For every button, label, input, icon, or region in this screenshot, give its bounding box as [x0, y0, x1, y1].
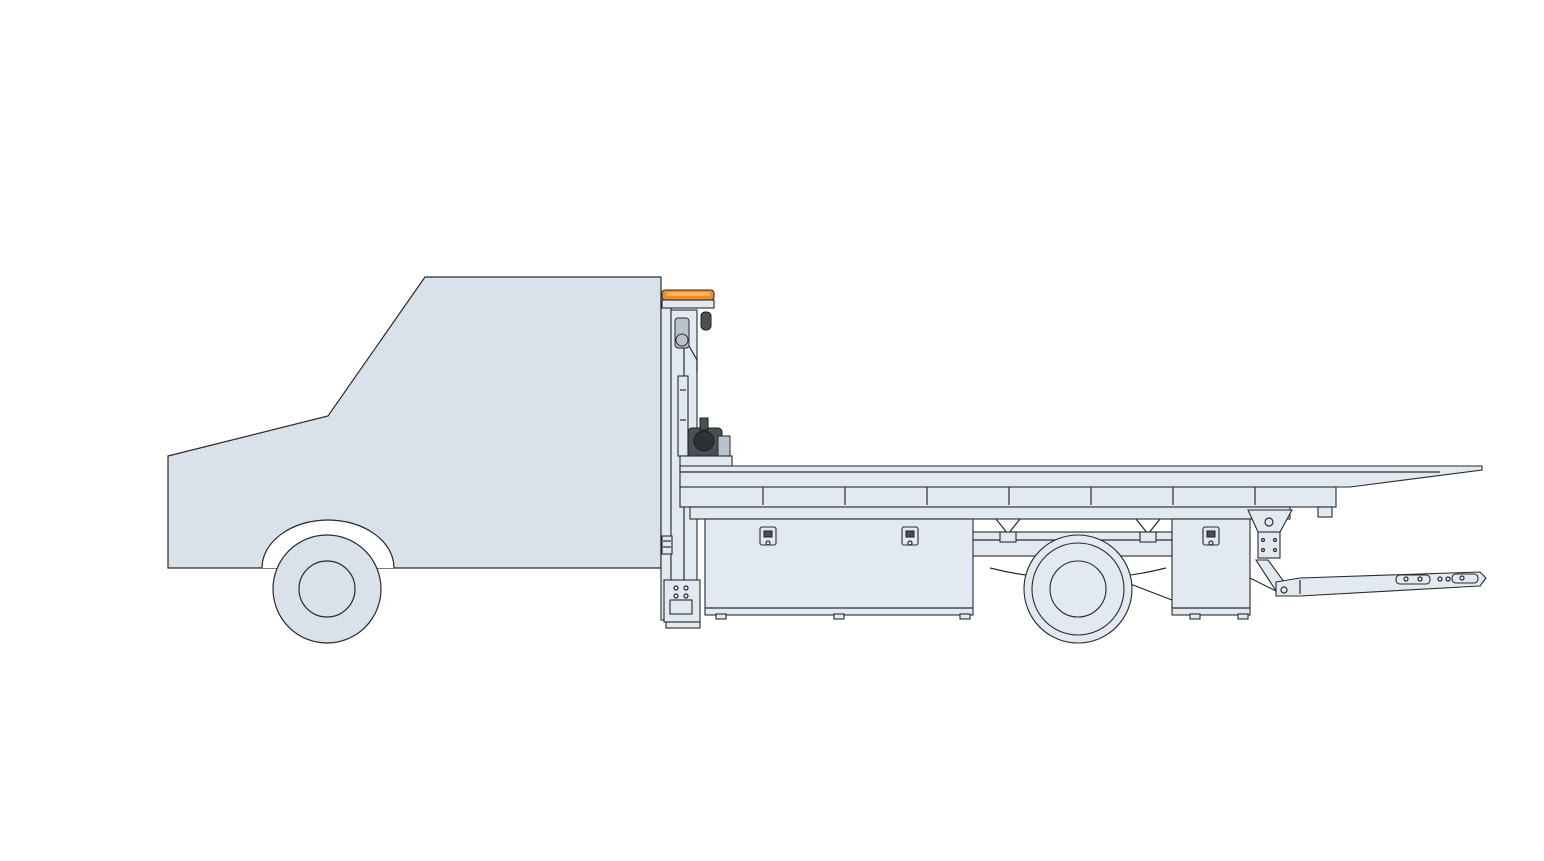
- lift-slot-2: [1451, 573, 1479, 584]
- cab-body: [167, 276, 662, 569]
- mast-post-left: [660, 299, 672, 621]
- winch: [679, 417, 733, 467]
- winch-base: [679, 455, 733, 467]
- deck-side-rail: [679, 486, 1337, 508]
- lift-slot-1: [1395, 574, 1431, 585]
- front-wheel: [272, 534, 382, 644]
- lift-boom: [1275, 571, 1487, 597]
- front-hub: [298, 560, 356, 618]
- deck-top: [679, 465, 1483, 488]
- toolbox-body: [704, 518, 974, 616]
- pivot-plate: [1257, 531, 1281, 559]
- mast-slot: [677, 375, 689, 457]
- wheel-lift-arm: [1275, 571, 1487, 597]
- beacon-light-bar: [661, 289, 715, 309]
- sub-frame: [689, 506, 1291, 520]
- control-knob: [700, 311, 712, 331]
- flatbed-deck: [679, 465, 1483, 520]
- rear-wheel: [1023, 534, 1133, 644]
- front-toolbox: [704, 518, 974, 620]
- rear-hub: [1049, 560, 1107, 618]
- truck-cab: [167, 276, 662, 569]
- rear-toolbox: [1171, 518, 1251, 620]
